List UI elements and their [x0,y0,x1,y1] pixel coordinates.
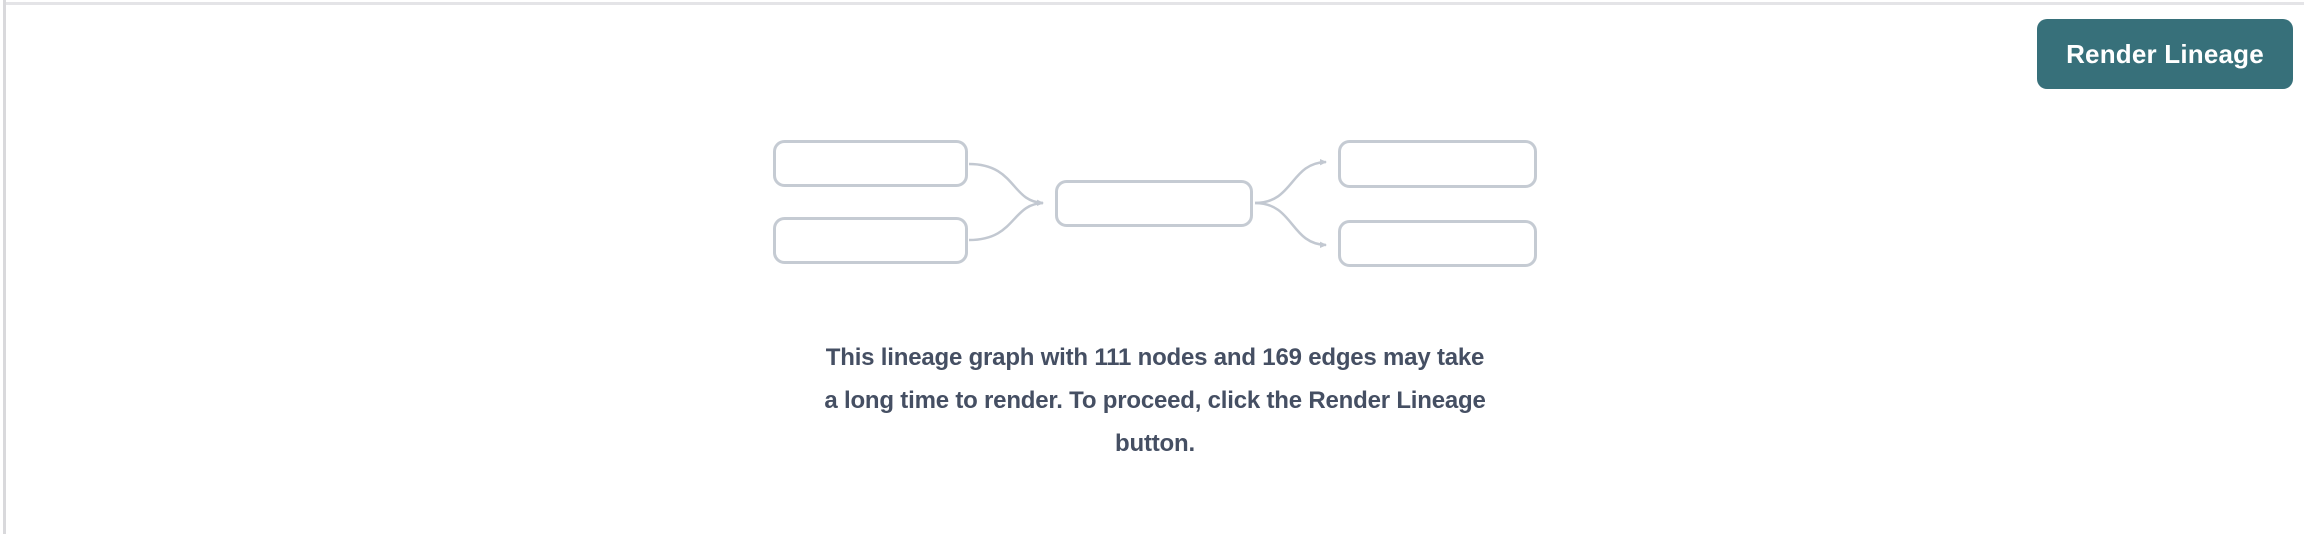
render-warning-message: This lineage graph with 111 nodes and 16… [745,336,1565,465]
render-lineage-button[interactable]: Render Lineage [2037,19,2293,89]
placeholder-node [1338,220,1537,267]
placeholder-node [773,140,968,187]
placeholder-edge [1254,158,1327,205]
placeholder-edge [1254,201,1327,249]
placeholder-edge [968,162,1044,207]
lineage-placeholder-illustration [773,140,1537,267]
message-line-1: This lineage graph with 111 nodes and 16… [825,344,1485,371]
panel-top-border [6,2,2304,5]
placeholder-node [1338,140,1537,188]
panel-left-border [3,0,6,534]
message-line-2: a long time to render. To proceed, click… [824,387,1486,414]
message-line-3: button. [1115,430,1195,457]
placeholder-node [773,217,968,264]
placeholder-node [1055,180,1253,227]
placeholder-edge [968,201,1044,242]
